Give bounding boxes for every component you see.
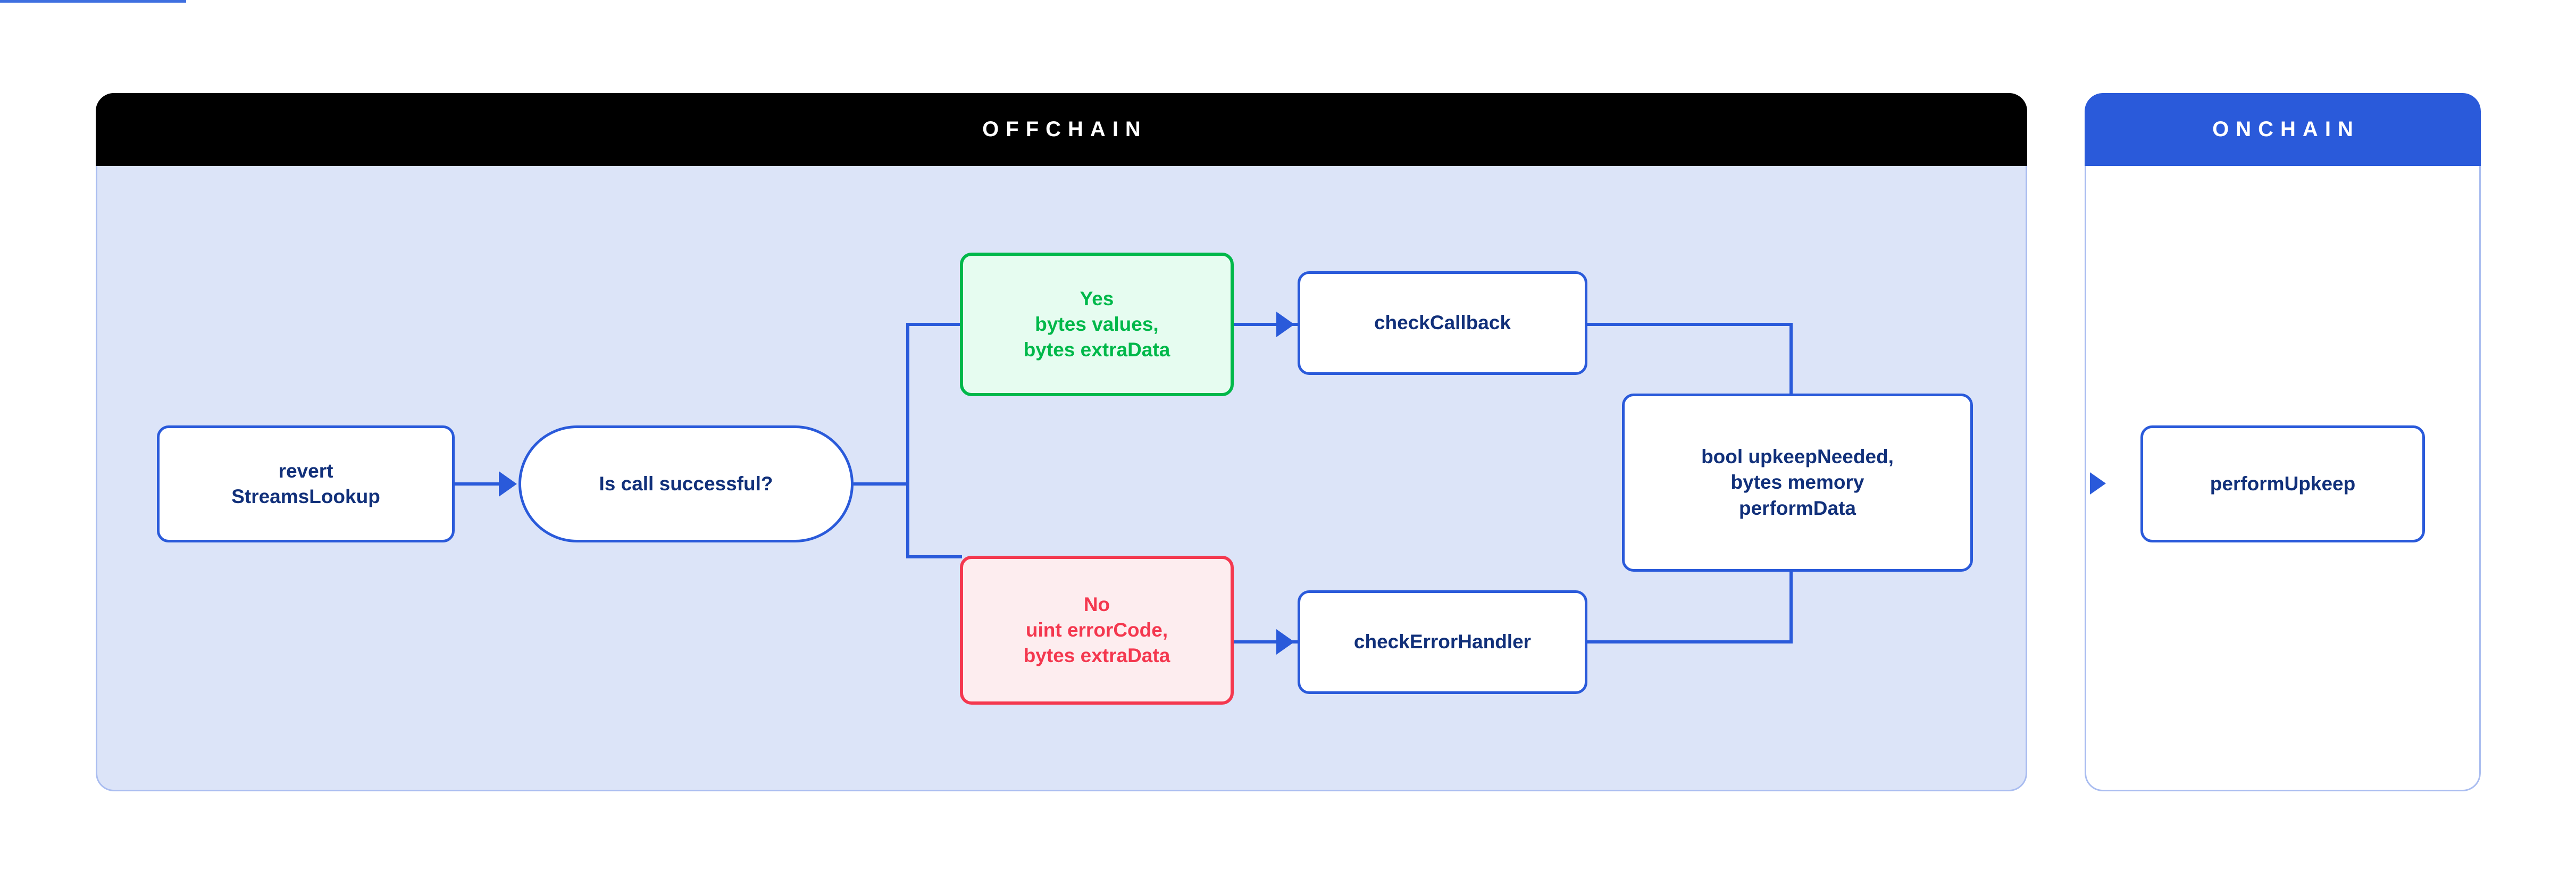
node-perform-upkeep[interactable]: performUpkeep (2140, 425, 2425, 542)
connector-revert-to-decision (455, 482, 505, 486)
connector-bus-to-no (906, 555, 962, 558)
onchain-panel-title: ONCHAIN (2212, 118, 2360, 141)
connector-check-callback-out (1587, 323, 1793, 326)
connector-merge-to-perform-upkeep (0, 0, 186, 3)
connector-branch-bus (906, 324, 909, 558)
node-check-error-handler-label: checkErrorHandler (1353, 631, 1532, 653)
node-is-call-successful[interactable]: Is call successful? (518, 425, 854, 542)
node-check-callback[interactable]: checkCallback (1298, 271, 1587, 375)
connector-check-error-handler-up-to-merge (1789, 568, 1793, 643)
node-perform-upkeep-label: performUpkeep (2210, 472, 2356, 495)
arrowhead-to-check-error-handler (1276, 629, 1294, 655)
connector-bus-to-yes (906, 323, 962, 326)
arrowhead-to-decision (499, 471, 517, 497)
connector-check-error-handler-out (1587, 640, 1793, 643)
onchain-panel-header: ONCHAIN (2085, 93, 2481, 166)
node-check-error-handler[interactable]: checkErrorHandler (1298, 590, 1587, 694)
arrowhead-to-perform-upkeep (2090, 472, 2106, 495)
node-check-callback-label: checkCallback (1374, 312, 1511, 334)
node-is-call-successful-label: Is call successful? (599, 472, 773, 495)
arrowhead-to-check-callback (1276, 312, 1294, 337)
offchain-panel-title: OFFCHAIN (982, 118, 1148, 141)
offchain-panel-header: OFFCHAIN (96, 93, 2027, 166)
connector-decision-to-bus (854, 482, 909, 486)
connector-check-callback-down-to-merge (1789, 323, 1793, 397)
